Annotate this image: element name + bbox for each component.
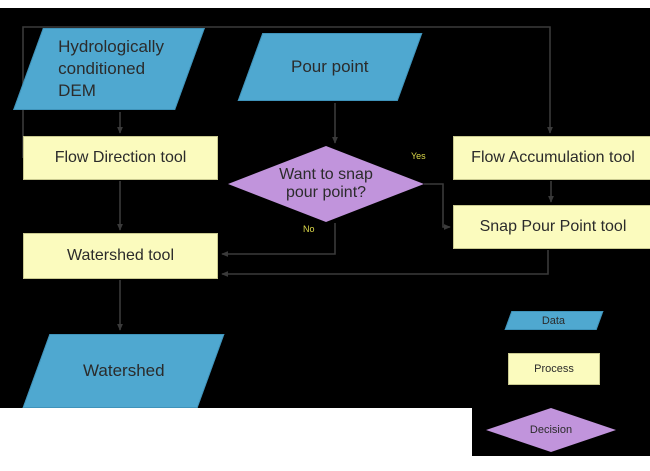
edge-decision-yes-to-snap	[424, 183, 451, 230]
node-label-watershed: Watershed	[82, 361, 165, 380]
legend-decision-label-wrap: Decision	[486, 408, 616, 452]
node-hydrologically-conditioned-dem[interactable]: Hydrologically conditioned DEM	[13, 28, 205, 110]
node-label-dem-line3: DEM	[58, 80, 96, 100]
legend-item-data: Data	[504, 311, 604, 330]
legend-label-process: Process	[534, 363, 574, 375]
node-label-flow-direction-tool: Flow Direction tool	[54, 149, 187, 166]
legend-item-decision: Decision	[486, 408, 616, 452]
node-flow-accumulation-tool[interactable]: Flow Accumulation tool	[453, 136, 650, 180]
edge-label-yes: Yes	[411, 151, 426, 161]
node-watershed-tool[interactable]: Watershed tool	[23, 233, 218, 279]
edge-label-no: No	[303, 224, 315, 234]
node-label-watershed-tool: Watershed tool	[66, 247, 174, 264]
node-label-snap-pour-point-tool: Snap Pour Point tool	[479, 218, 627, 235]
node-label-decision-line1: Want to snap	[279, 165, 373, 183]
node-label-decision-line2: pour point?	[285, 184, 367, 201]
node-flow-direction-tool[interactable]: Flow Direction tool	[23, 136, 218, 180]
decision-label-wrap: Want to snap pour point?	[228, 146, 424, 222]
edge-decision-no-to-watertool	[221, 223, 336, 257]
node-label-flow-accumulation-tool: Flow Accumulation tool	[471, 149, 635, 166]
legend-label-data: Data	[542, 314, 566, 327]
node-label-dem-line2: conditioned	[58, 59, 146, 79]
node-label-dem-line1: Hydrologically	[58, 37, 164, 57]
node-pour-point[interactable]: Pour point	[237, 33, 423, 101]
edge-snap-to-watertool	[221, 250, 549, 277]
node-label-pour-point: Pour point	[291, 57, 369, 76]
node-snap-pour-point-tool[interactable]: Snap Pour Point tool	[453, 205, 650, 249]
node-watershed[interactable]: Watershed	[22, 334, 225, 408]
node-want-to-snap-pour-point[interactable]: Want to snap pour point?	[228, 146, 424, 222]
legend-item-process: Process	[508, 353, 600, 385]
legend-label-decision: Decision	[529, 423, 573, 436]
